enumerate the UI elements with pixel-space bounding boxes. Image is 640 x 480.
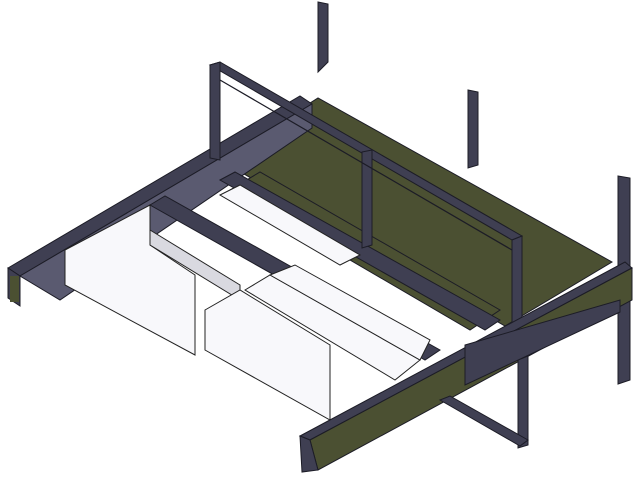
leg-brace (438, 395, 529, 447)
vertical-frame-inner (219, 79, 513, 251)
white-panel (204, 289, 331, 421)
white-panel (64, 204, 196, 356)
front-beam-end (299, 435, 319, 473)
vertical-frame-left (209, 61, 221, 161)
left-beam-end-face (10, 276, 19, 302)
leg (517, 355, 529, 449)
cross-beam (218, 171, 501, 331)
post (317, 1, 329, 74)
post (467, 89, 479, 169)
white-panel (268, 264, 431, 361)
white-panel (218, 184, 362, 266)
side-brace (464, 299, 621, 386)
vertical-frame-mid (361, 149, 373, 249)
